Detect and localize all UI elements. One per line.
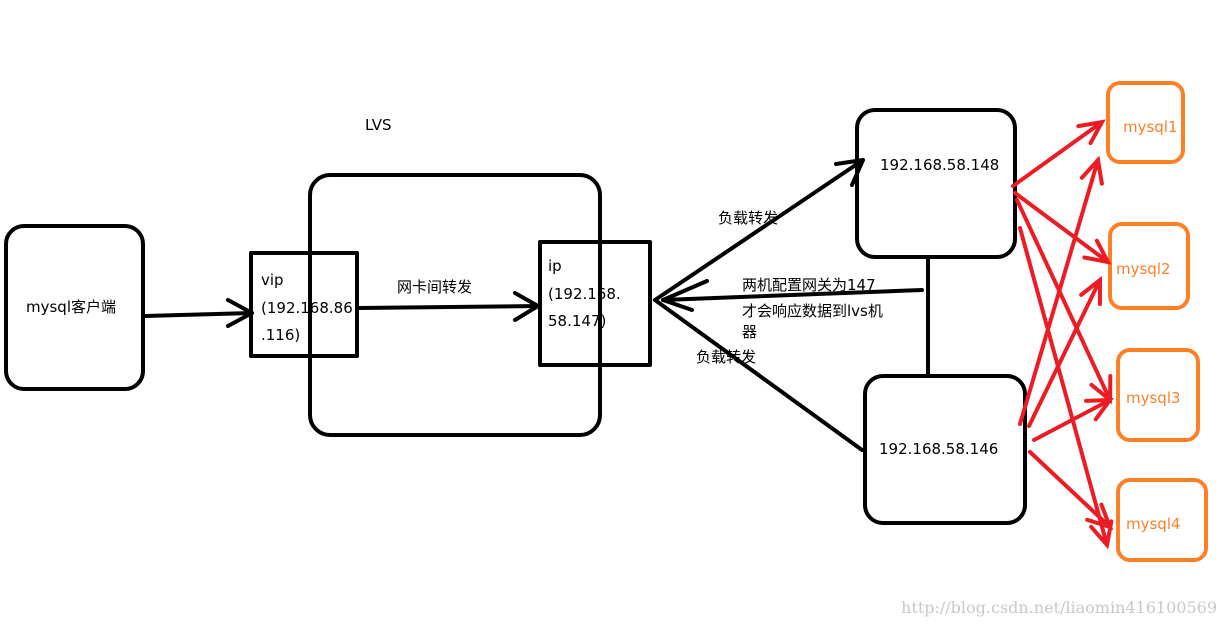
backend-arrow-8 — [1028, 450, 1114, 531]
backend-arrow-6 — [1027, 275, 1103, 428]
vip-address-2: .116) — [261, 326, 301, 344]
ip-label: ip — [548, 257, 562, 275]
ip-address-1: (192.168. — [548, 285, 621, 303]
gateway-return-arrow — [661, 279, 924, 312]
watermark: http://blog.csdn.net/liaomin416100569 — [901, 598, 1217, 617]
mysql1-label: mysql1 — [1123, 118, 1178, 136]
server2-box — [863, 374, 1027, 525]
load-forward-top-label: 负载转发 — [718, 209, 779, 227]
client-to-vip-arrow — [143, 298, 254, 328]
gateway-note-1: 两机配置网关为147 — [742, 276, 876, 294]
backend-arrow-4 — [1018, 226, 1114, 550]
backend-arrow-5 — [1018, 155, 1104, 426]
client-box — [4, 224, 145, 391]
mysql2-box — [1108, 222, 1190, 310]
server1-label: 192.168.58.148 — [880, 156, 1000, 174]
server1-box — [855, 108, 1017, 259]
load-forward-bottom-label: 负载转发 — [696, 348, 757, 366]
mysql4-label: mysql4 — [1126, 515, 1181, 533]
mysql2-label: mysql2 — [1116, 260, 1171, 278]
gateway-note-2: 才会响应数据到lvs机 — [742, 302, 883, 320]
forward-to-server2-line — [653, 298, 864, 452]
backend-arrow-2 — [1013, 191, 1112, 265]
mysql3-box — [1116, 348, 1200, 442]
mysql3-label: mysql3 — [1126, 389, 1181, 407]
backend-arrow-1 — [1011, 119, 1106, 188]
vip-address-1: (192.168.86 — [261, 299, 353, 317]
forward-to-server1-arrow — [653, 158, 865, 302]
backend-arrows — [1011, 119, 1115, 550]
backend-arrow-7 — [1032, 397, 1115, 442]
ip-address-2: 58.147) — [548, 312, 607, 330]
server2-label: 192.168.58.146 — [879, 440, 999, 458]
nic-forward-label: 网卡间转发 — [397, 278, 473, 296]
vip-box — [249, 251, 359, 358]
ip-box — [538, 240, 652, 367]
lvs-label: LVS — [365, 116, 392, 134]
mysql1-box — [1106, 81, 1185, 164]
gateway-note-3: 器 — [742, 323, 758, 341]
vip-label: vip — [261, 271, 284, 289]
lvs-box — [308, 173, 602, 437]
client-label: mysql客户端 — [26, 298, 116, 316]
nic-forward-arrow — [358, 291, 540, 322]
mysql4-box — [1116, 478, 1208, 562]
